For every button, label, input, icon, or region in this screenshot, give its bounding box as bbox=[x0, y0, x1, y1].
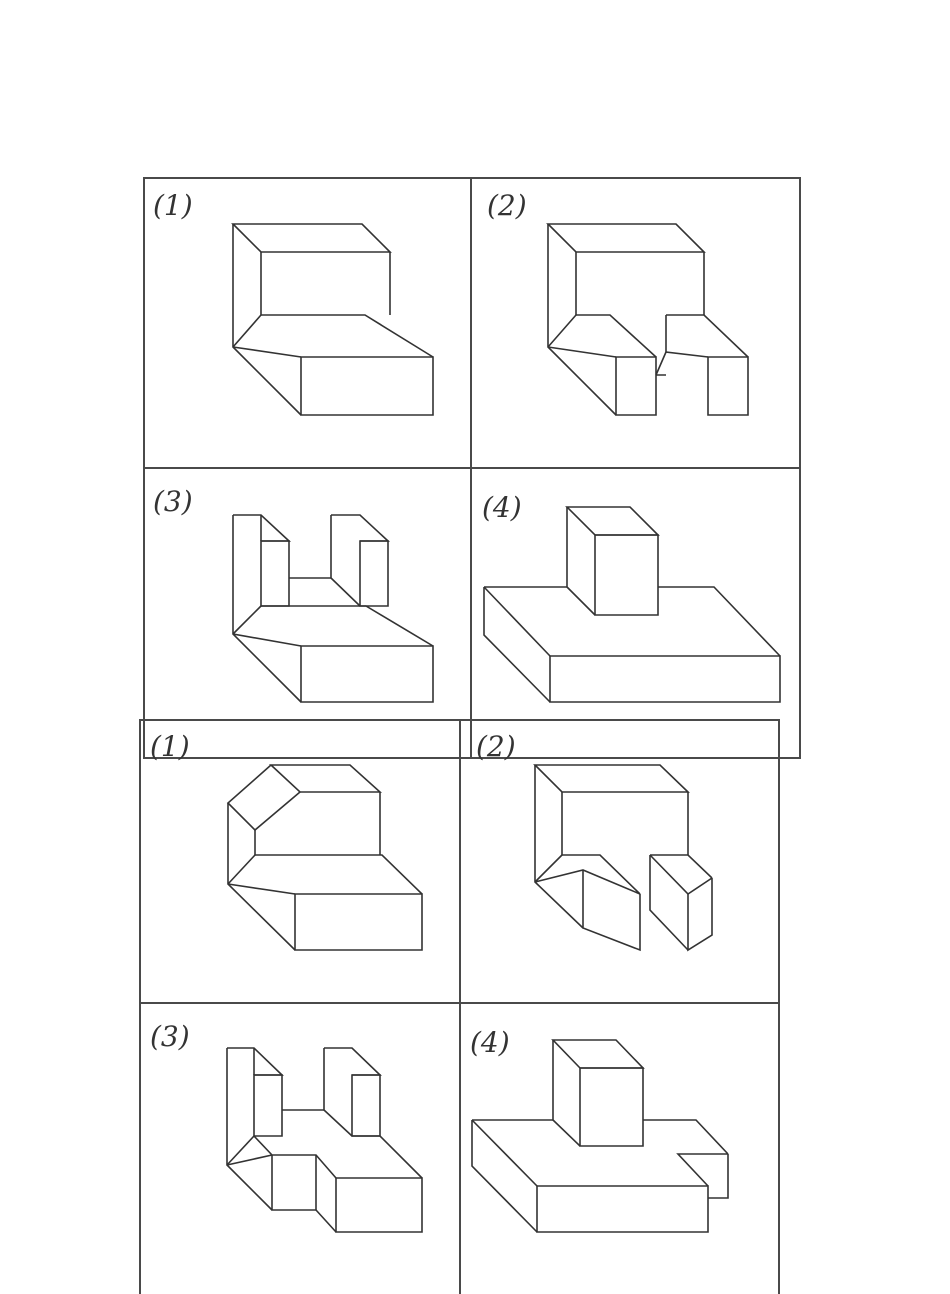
bottom-solid-3 bbox=[226, 1047, 423, 1233]
top-solid-1 bbox=[231, 223, 434, 416]
bottom-label-4: (4) bbox=[470, 1026, 510, 1059]
bottom-grid-divider-horizontal bbox=[139, 1002, 780, 1004]
top-grid-divider-horizontal bbox=[143, 467, 801, 469]
bottom-solid-2 bbox=[533, 764, 713, 952]
bottom-grid-border-left bbox=[139, 719, 141, 1294]
top-solid-2 bbox=[546, 223, 749, 416]
bottom-grid-border-right bbox=[778, 719, 780, 1294]
bottom-label-3: (3) bbox=[150, 1020, 190, 1053]
top-solid-4 bbox=[483, 506, 781, 703]
top-label-1: (1) bbox=[153, 189, 193, 222]
bottom-solid-1 bbox=[226, 764, 423, 951]
bottom-solid-4 bbox=[471, 1039, 729, 1233]
bottom-label-2: (2) bbox=[476, 730, 516, 763]
bottom-label-1: (1) bbox=[150, 730, 190, 763]
top-grid-border-bottom bbox=[143, 757, 801, 759]
bottom-grid-divider-vertical bbox=[459, 719, 461, 1294]
top-label-3: (3) bbox=[153, 485, 193, 518]
top-grid-border-top bbox=[143, 177, 801, 179]
top-label-4: (4) bbox=[482, 491, 522, 524]
top-solid-3 bbox=[232, 514, 434, 703]
top-label-2: (2) bbox=[487, 189, 527, 222]
